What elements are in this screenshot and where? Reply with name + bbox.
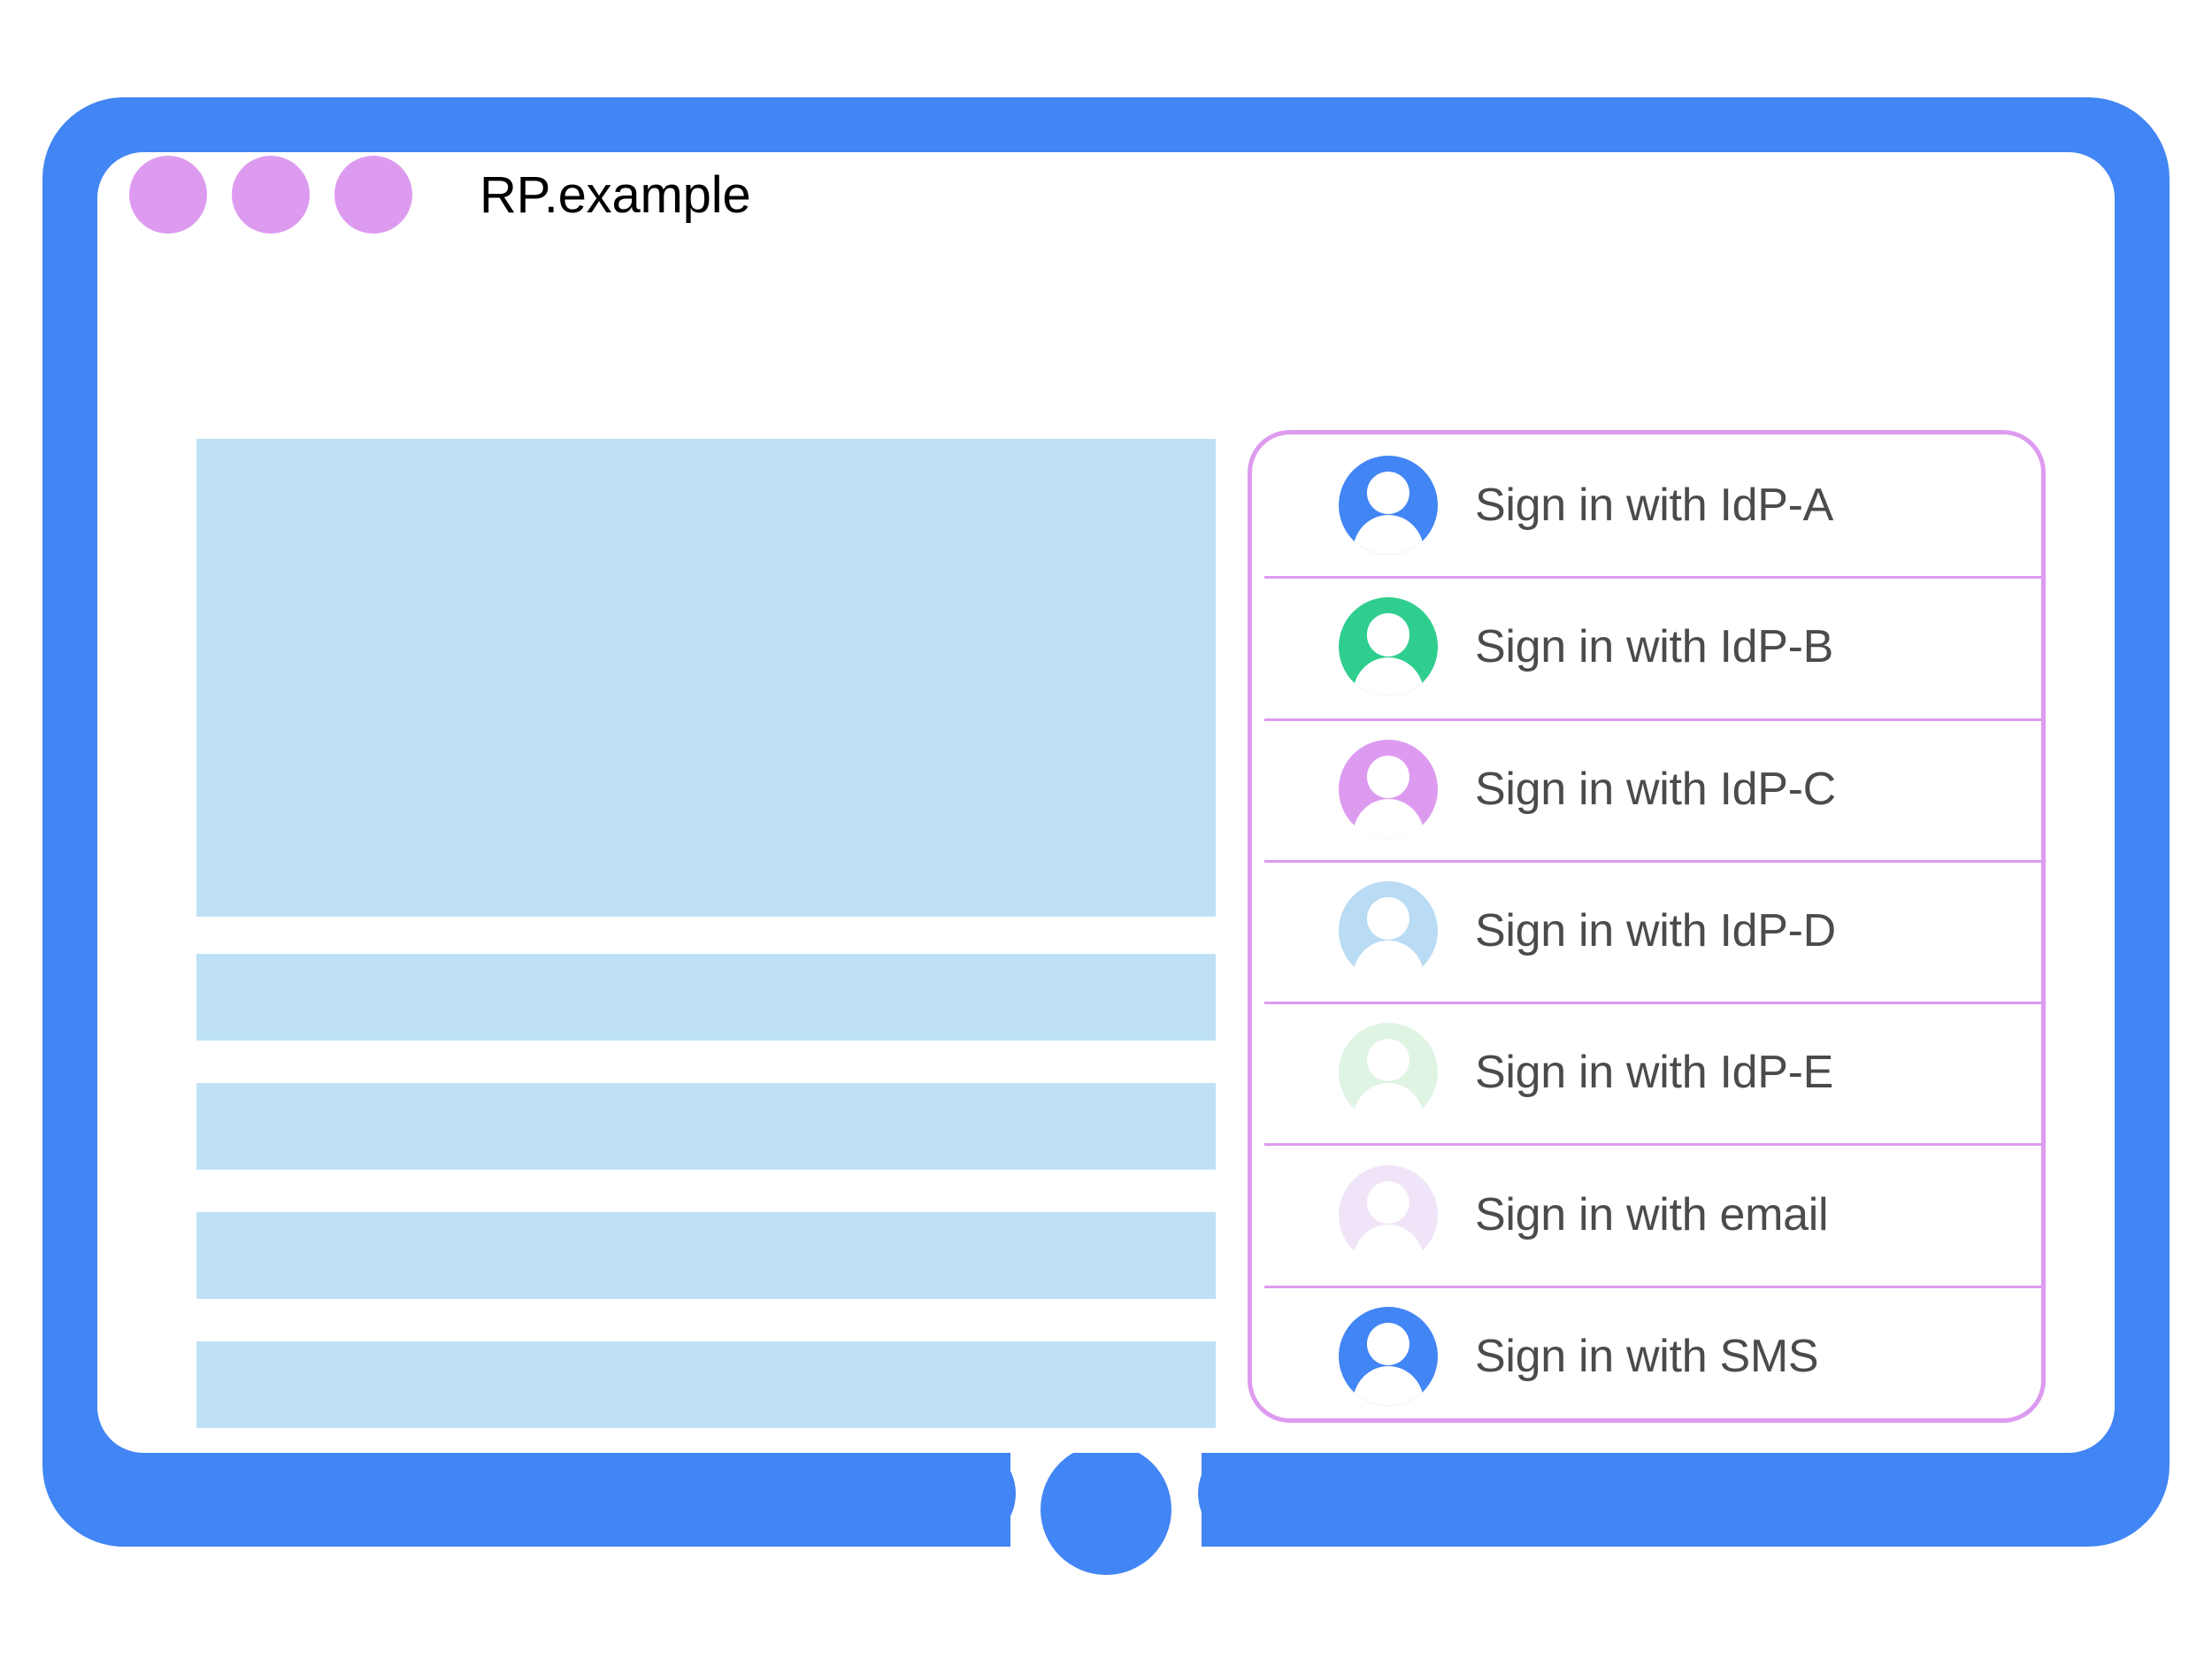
signin-option-label: Sign in with IdP-E: [1475, 1047, 1834, 1099]
signin-option-label: Sign in with IdP-A: [1475, 480, 1834, 532]
signin-option-label: Sign in with IdP-D: [1475, 905, 1836, 957]
account-avatar-icon: [1339, 1306, 1438, 1406]
window-dot-3[interactable]: [334, 156, 412, 234]
title-bar: RP.example: [129, 142, 751, 248]
signin-option-idp-c[interactable]: Sign in with IdP-C: [1252, 718, 2041, 860]
account-avatar-icon: [1339, 1023, 1438, 1123]
page-content-placeholders: [196, 439, 1216, 1471]
signin-option-label: Sign in with IdP-C: [1475, 763, 1836, 815]
signin-option-sms[interactable]: Sign in with SMS: [1252, 1285, 2041, 1418]
text-placeholder-2: [196, 1083, 1216, 1170]
signin-option-idp-b[interactable]: Sign in with IdP-B: [1252, 576, 2041, 718]
text-placeholder-4: [196, 1341, 1216, 1428]
account-avatar-icon: [1339, 1164, 1438, 1264]
hero-placeholder: [196, 439, 1216, 917]
signin-option-idp-d[interactable]: Sign in with IdP-D: [1252, 859, 2041, 1002]
window-dot-2[interactable]: [232, 156, 310, 234]
signin-option-idp-a[interactable]: Sign in with IdP-A: [1252, 434, 2041, 576]
window-dot-1[interactable]: [129, 156, 207, 234]
text-placeholder-1: [196, 954, 1216, 1041]
signin-option-label: Sign in with IdP-B: [1475, 621, 1834, 673]
signin-option-label: Sign in with SMS: [1475, 1330, 1819, 1382]
account-chooser-panel: Sign in with IdP-A Sign in with IdP-B Si…: [1248, 430, 2046, 1423]
account-avatar-icon: [1339, 739, 1438, 839]
page-title: RP.example: [480, 165, 751, 224]
signin-option-idp-e[interactable]: Sign in with IdP-E: [1252, 1002, 2041, 1143]
signin-option-label: Sign in with email: [1475, 1188, 1829, 1240]
home-button[interactable]: [1041, 1444, 1171, 1575]
text-placeholder-3: [196, 1212, 1216, 1299]
signin-option-email[interactable]: Sign in with email: [1252, 1143, 2041, 1285]
account-avatar-icon: [1339, 456, 1438, 556]
account-avatar-icon: [1339, 881, 1438, 981]
account-avatar-icon: [1339, 597, 1438, 697]
